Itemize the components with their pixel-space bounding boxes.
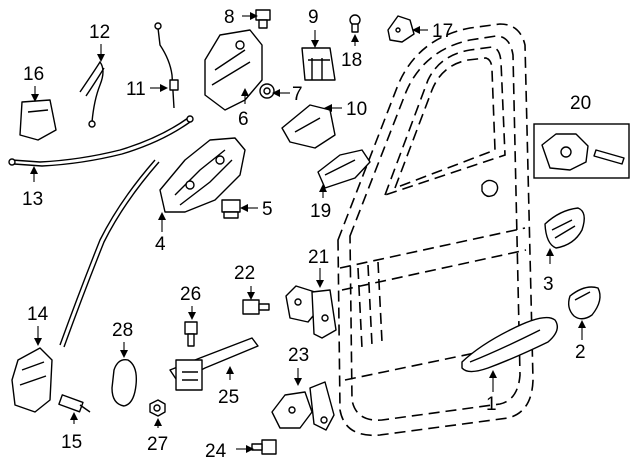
- leader-19: [319, 184, 327, 198]
- outside-door-handle: [461, 316, 558, 373]
- callout-20: 20: [570, 93, 591, 114]
- door-outline: [337, 23, 534, 437]
- callout-22: 22: [234, 263, 255, 284]
- inside-door-handle: [317, 149, 371, 189]
- callout-10: 10: [346, 99, 367, 120]
- screw: [255, 9, 271, 29]
- lower-latch: [11, 159, 160, 413]
- upper-hinge: [285, 285, 337, 339]
- connector-pin: [58, 394, 91, 413]
- grommet: [259, 83, 275, 99]
- leader-10: [324, 104, 342, 112]
- callout-27: 27: [147, 434, 168, 455]
- leader-6: [241, 88, 249, 104]
- leader-8: [242, 12, 258, 20]
- door-latch-assembly: [159, 137, 246, 213]
- leader-3: [546, 248, 554, 264]
- leader-14: [34, 326, 42, 346]
- callout-18: 18: [341, 50, 362, 71]
- callout-26: 26: [180, 284, 201, 305]
- leader-25: [226, 366, 234, 380]
- leader-4: [158, 212, 166, 232]
- callout-12: 12: [89, 22, 110, 43]
- leader-15: [70, 412, 78, 424]
- mounting-bracket: [281, 104, 336, 149]
- leader-18: [351, 34, 359, 46]
- leader-27: [154, 418, 162, 428]
- callout-15: 15: [61, 432, 82, 453]
- leader-24: [236, 445, 254, 453]
- callout-14: 14: [27, 304, 49, 325]
- lock-cylinder-with-key: [533, 123, 630, 179]
- hinge-bolt: [242, 299, 270, 315]
- leader-16: [31, 86, 39, 102]
- leader-7: [272, 89, 290, 97]
- lock-actuator: [204, 29, 263, 111]
- callout-19: 19: [310, 201, 331, 222]
- latch-bolt: [221, 199, 241, 219]
- callout-11: 11: [126, 79, 146, 100]
- leader-5: [240, 204, 258, 212]
- leader-2: [578, 320, 586, 340]
- callout-9: 9: [308, 7, 319, 28]
- callout-23: 23: [288, 345, 309, 366]
- leader-28: [120, 342, 128, 358]
- callout-13: 13: [22, 189, 43, 210]
- callout-7: 7: [292, 84, 303, 105]
- retaining-clip: [301, 47, 336, 81]
- leader-23: [294, 368, 302, 386]
- upper-bracket: [19, 99, 57, 141]
- leader-1: [489, 370, 497, 392]
- leader-22: [247, 286, 255, 300]
- callout-8: 8: [224, 7, 235, 28]
- callout-17: 17: [432, 21, 453, 42]
- callout-24: 24: [205, 441, 227, 462]
- door-striker: [387, 15, 415, 43]
- callout-4: 4: [155, 234, 166, 255]
- leader-9: [311, 30, 319, 48]
- hole-cover: [111, 359, 138, 407]
- door-check: [169, 337, 259, 391]
- check-bolt: [184, 321, 198, 347]
- nut: [149, 399, 166, 417]
- leader-26: [188, 306, 196, 320]
- callout-28: 28: [112, 320, 133, 341]
- handle-cap: [567, 286, 601, 320]
- callout-1: 1: [486, 394, 497, 415]
- plug: [349, 14, 361, 33]
- leader-13: [30, 166, 38, 182]
- lock-rod: [154, 22, 179, 109]
- callout-6: 6: [238, 109, 249, 130]
- release-cable: [79, 60, 105, 128]
- callout-21: 21: [308, 247, 329, 268]
- lower-bolt: [251, 439, 277, 455]
- handle-bracket: [544, 207, 585, 249]
- leader-11: [150, 84, 168, 92]
- callout-25: 25: [218, 387, 239, 408]
- callout-16: 16: [23, 64, 44, 85]
- callout-2: 2: [575, 342, 586, 363]
- callout-5: 5: [262, 199, 273, 220]
- leader-21: [316, 268, 324, 288]
- callout-3: 3: [543, 274, 554, 295]
- lower-hinge: [271, 381, 335, 431]
- leader-12: [97, 44, 105, 62]
- inside-handle-cable: [8, 115, 194, 167]
- leader-17: [412, 26, 428, 34]
